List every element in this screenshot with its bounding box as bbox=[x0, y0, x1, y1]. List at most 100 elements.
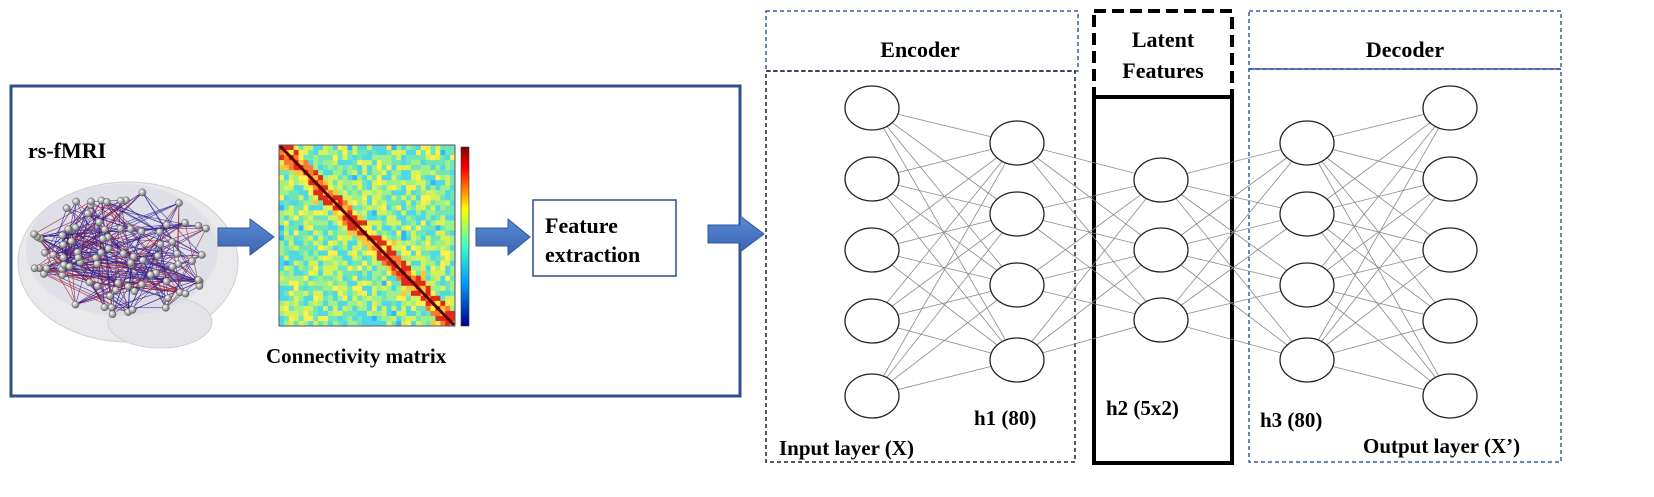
matrix-cell bbox=[279, 175, 285, 181]
matrix-cell bbox=[367, 225, 373, 231]
matrix-cell bbox=[401, 300, 407, 307]
matrix-cell bbox=[376, 275, 382, 282]
matrix-cell bbox=[376, 280, 382, 287]
matrix-cell bbox=[406, 175, 412, 181]
matrix-cell bbox=[367, 320, 373, 327]
matrix-cell bbox=[293, 150, 299, 156]
matrix-cell bbox=[435, 150, 441, 156]
matrix-cell bbox=[386, 150, 392, 156]
brain-region-node bbox=[162, 221, 171, 229]
matrix-cell bbox=[371, 315, 378, 322]
matrix-cell bbox=[425, 225, 431, 231]
matrix-cell bbox=[362, 150, 368, 156]
matrix-cell bbox=[362, 180, 368, 186]
matrix-cell bbox=[401, 245, 407, 251]
matrix-cell bbox=[283, 255, 290, 261]
matrix-cell bbox=[406, 170, 412, 176]
brain-connection bbox=[100, 252, 105, 308]
matrix-cell bbox=[411, 320, 417, 327]
matrix-cell bbox=[430, 215, 436, 221]
matrix-cell bbox=[371, 305, 378, 312]
matrix-cell bbox=[308, 230, 314, 236]
matrix-cell bbox=[337, 155, 343, 161]
matrix-cell bbox=[411, 150, 417, 156]
matrix-cell bbox=[313, 270, 319, 277]
matrix-cell bbox=[401, 220, 407, 226]
matrix-cell bbox=[376, 160, 382, 166]
matrix-cell bbox=[430, 315, 436, 322]
matrix-cell bbox=[283, 235, 290, 241]
matrix-cell bbox=[332, 235, 338, 241]
matrix-cell bbox=[298, 225, 304, 231]
matrix-cell bbox=[347, 280, 353, 287]
matrix-cell bbox=[376, 295, 382, 302]
matrix-cell bbox=[415, 225, 422, 231]
matrix-cell bbox=[440, 270, 446, 277]
matrix-cell bbox=[283, 230, 290, 236]
matrix-cell bbox=[415, 160, 422, 166]
matrix-cell bbox=[362, 320, 368, 327]
matrix-cell bbox=[401, 195, 407, 201]
matrix-cell bbox=[386, 250, 392, 256]
matrix-cell bbox=[415, 310, 422, 317]
matrix-cell bbox=[303, 185, 309, 191]
matrix-cell bbox=[396, 245, 402, 251]
matrix-cell bbox=[342, 145, 348, 151]
matrix-cell bbox=[430, 250, 436, 256]
matrix-cell bbox=[283, 300, 290, 307]
matrix-cell bbox=[352, 270, 358, 277]
matrix-cell bbox=[283, 190, 290, 196]
matrix-cell bbox=[435, 265, 441, 271]
matrix-cell bbox=[323, 250, 329, 256]
feature-extraction-box bbox=[532, 199, 677, 277]
matrix-cell bbox=[303, 195, 309, 201]
matrix-cell bbox=[352, 265, 358, 271]
encoder-title: Encoder bbox=[880, 37, 960, 62]
matrix-cell bbox=[450, 295, 456, 302]
brain-connection bbox=[77, 201, 108, 258]
matrix-cell bbox=[357, 165, 363, 171]
matrix-cell bbox=[298, 305, 304, 312]
matrix-cell bbox=[401, 180, 407, 186]
matrix-cell bbox=[288, 150, 294, 156]
matrix-cell bbox=[440, 295, 446, 302]
matrix-cell bbox=[376, 145, 382, 151]
matrix-cell bbox=[288, 240, 294, 246]
matrix-cell bbox=[318, 320, 324, 327]
matrix-cell bbox=[430, 270, 436, 277]
matrix-cell bbox=[357, 155, 363, 161]
matrix-cell bbox=[391, 185, 397, 191]
matrix-cell bbox=[293, 215, 299, 221]
matrix-cell bbox=[362, 235, 368, 241]
matrix-cell bbox=[337, 265, 343, 271]
matrix-cell bbox=[435, 160, 441, 166]
matrix-cell bbox=[396, 240, 402, 246]
matrix-cell bbox=[293, 170, 299, 176]
matrix-cell bbox=[303, 310, 309, 317]
brain-connection bbox=[133, 254, 202, 257]
matrix-cell bbox=[318, 300, 324, 307]
matrix-cell bbox=[381, 190, 387, 196]
matrix-cell bbox=[445, 245, 451, 251]
brain-region-node bbox=[194, 221, 203, 230]
matrix-cell bbox=[450, 310, 456, 317]
matrix-cell bbox=[401, 295, 407, 302]
matrix-cell bbox=[283, 155, 290, 161]
brain-region-node bbox=[103, 198, 111, 206]
nn-connection bbox=[1016, 213, 1162, 321]
matrix-cell bbox=[396, 205, 402, 211]
matrix-cell bbox=[450, 260, 456, 266]
matrix-cell bbox=[391, 305, 397, 312]
matrix-cell bbox=[445, 250, 451, 256]
matrix-cell bbox=[357, 280, 363, 287]
matrix-cell bbox=[279, 280, 285, 287]
matrix-cell bbox=[288, 295, 294, 302]
matrix-cell bbox=[279, 210, 285, 216]
matrix-cell bbox=[371, 205, 378, 211]
matrix-cell bbox=[396, 145, 402, 151]
matrix-cell bbox=[406, 155, 412, 161]
matrix-cell bbox=[376, 205, 382, 211]
matrix-cell bbox=[411, 205, 417, 211]
matrix-cell bbox=[386, 275, 392, 282]
